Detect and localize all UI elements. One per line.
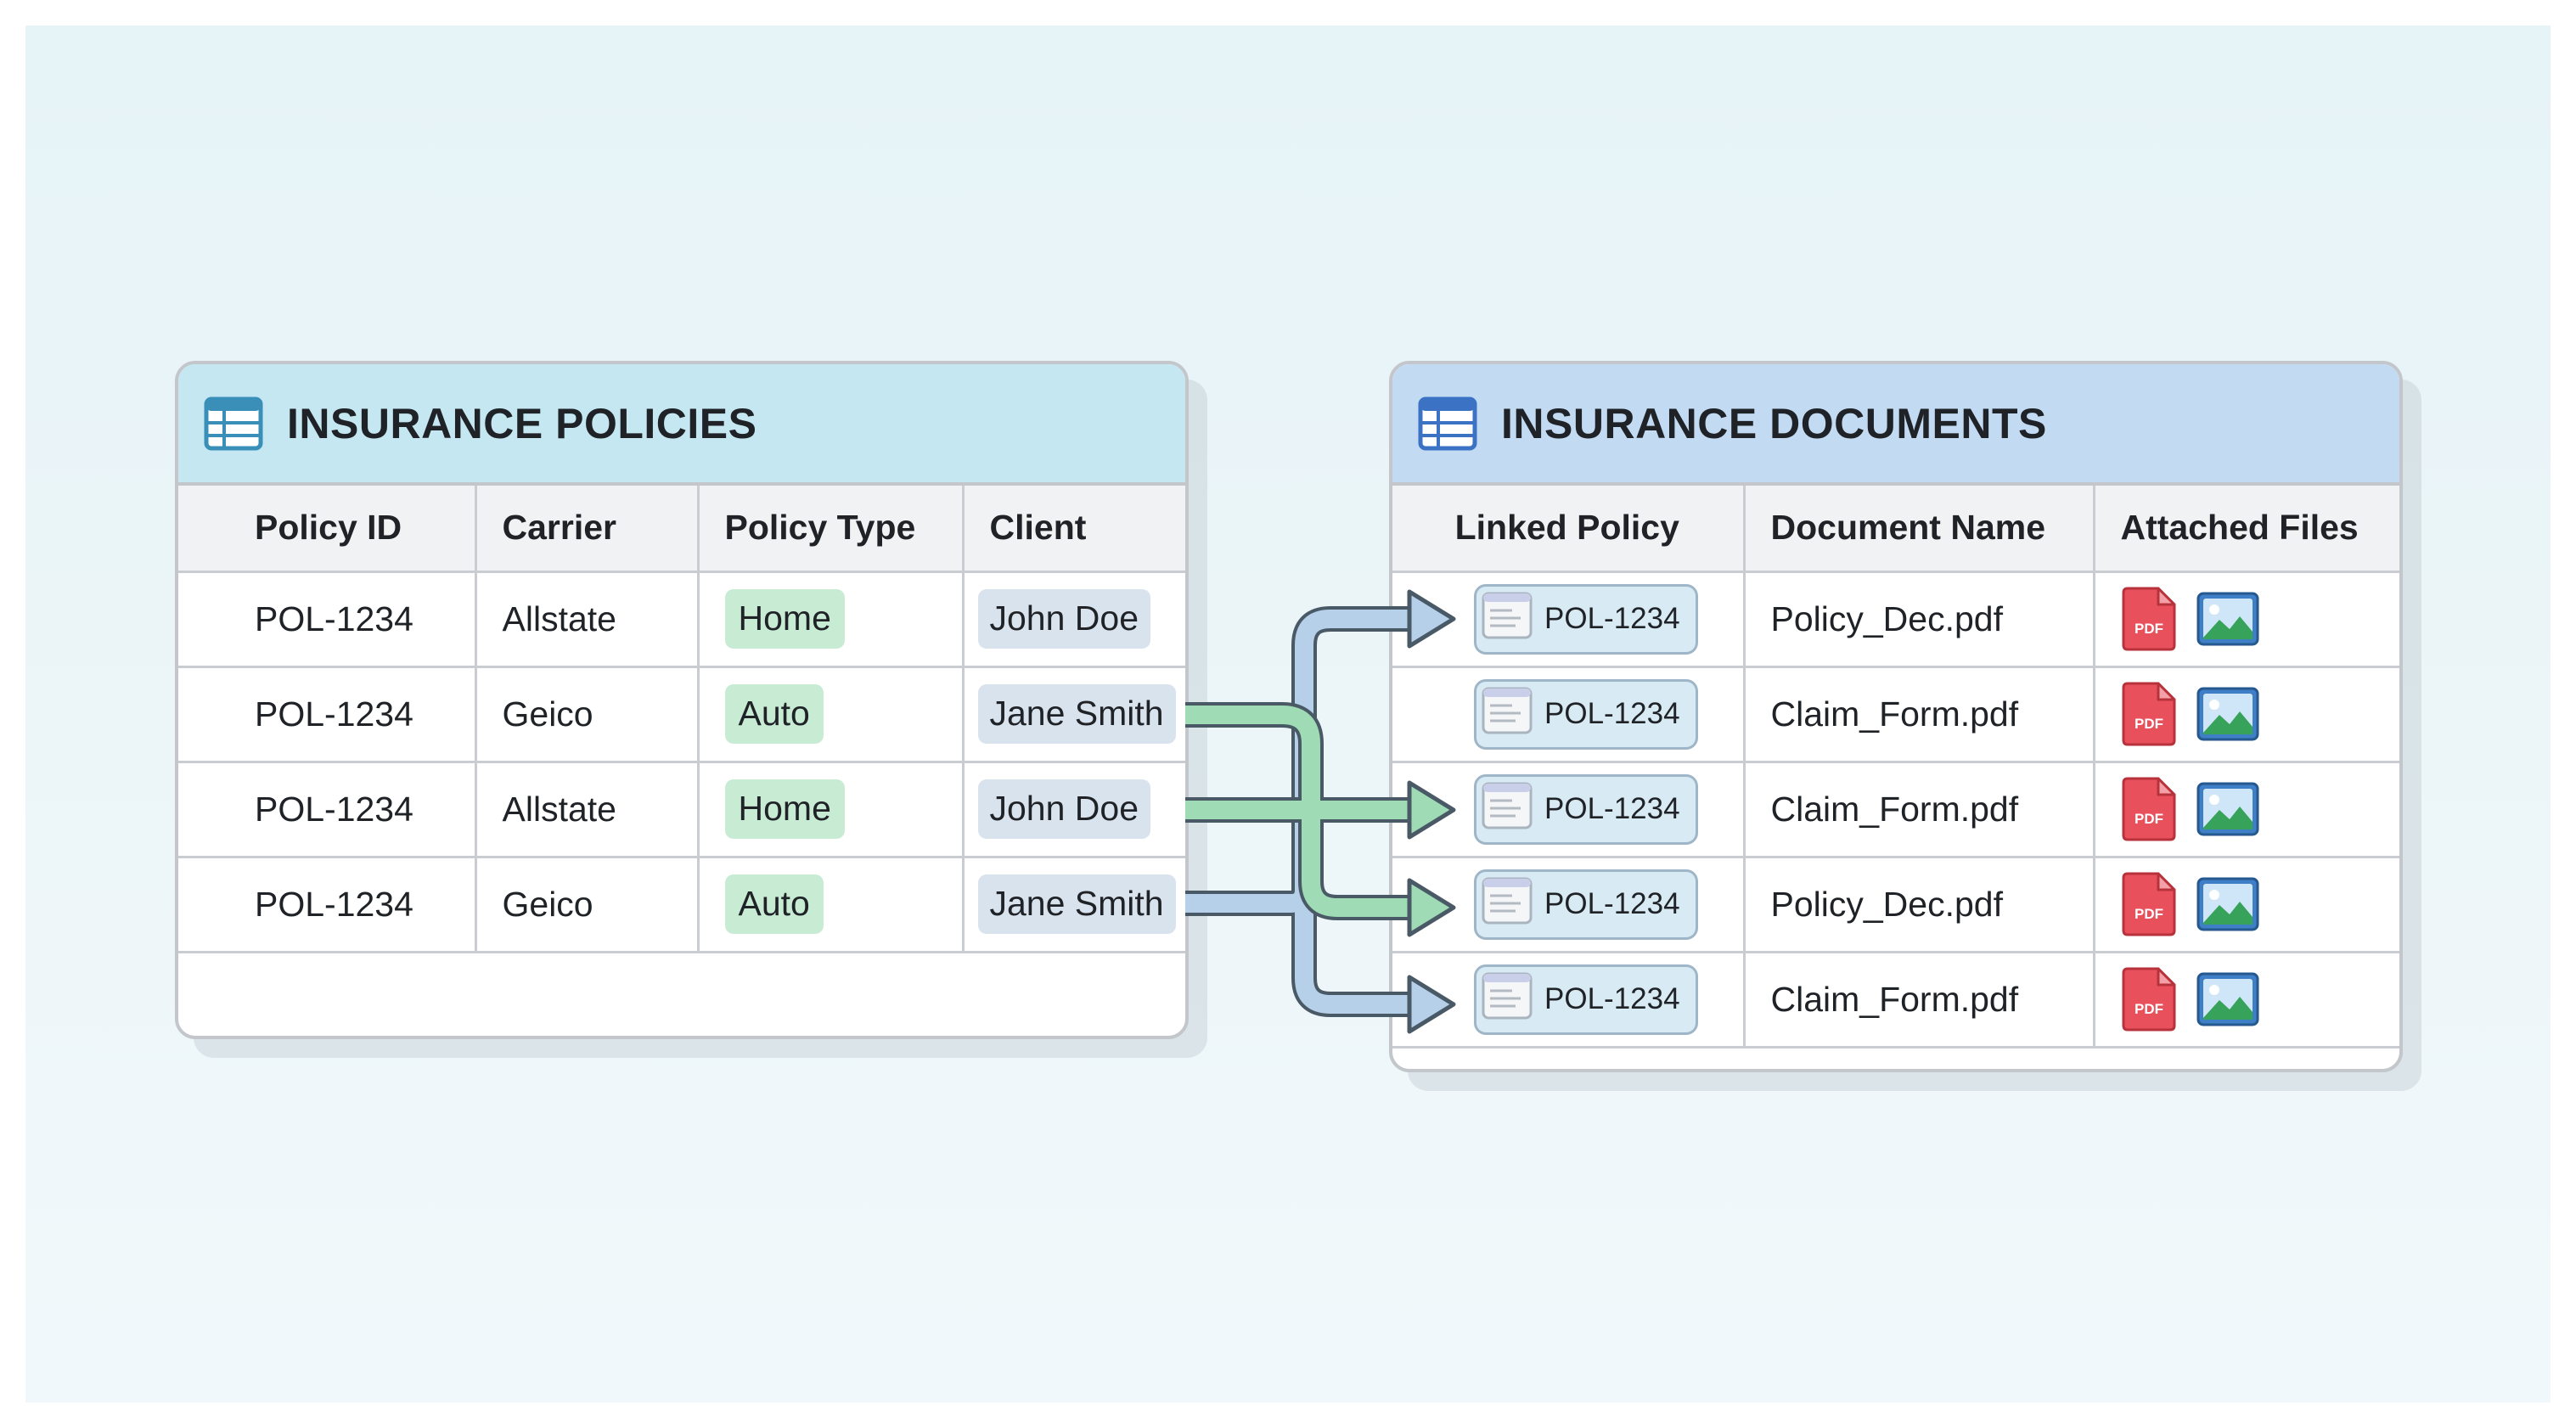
- client-cell: John Doe: [961, 570, 1185, 668]
- linked-policy-chip[interactable]: POL-1234: [1474, 869, 1698, 940]
- pdf-label: PDF: [2134, 811, 2163, 827]
- document-thumbnail-icon: [1482, 972, 1533, 1027]
- policy-id-cell: POL-1234: [178, 760, 477, 858]
- col-header-linked-policy[interactable]: Linked Policy: [1392, 486, 1746, 573]
- col-header-attached-files[interactable]: Attached Files: [2092, 486, 2399, 573]
- attached-files-cell: PDF: [2092, 855, 2399, 953]
- attached-files-cell: PDF: [2092, 570, 2399, 668]
- client-tag: John Doe: [977, 589, 1151, 649]
- pdf-icon[interactable]: PDF: [2121, 586, 2177, 652]
- client-cell: John Doe: [961, 760, 1185, 858]
- document-thumbnail-icon: [1482, 592, 1533, 647]
- table-row[interactable]: POL-1234 Geico Auto Jane Smith: [178, 855, 1185, 953]
- table-row[interactable]: POL-1234 Allstate Home John Doe: [178, 570, 1185, 668]
- linked-policy-cell: POL-1234: [1392, 950, 1746, 1049]
- linked-policy-cell: POL-1234: [1392, 665, 1746, 763]
- policy-type-tag: Home: [724, 589, 845, 649]
- document-name-cell: Claim_Form.pdf: [1742, 950, 2095, 1049]
- policy-type-cell: Home: [696, 760, 965, 858]
- policy-type-tag: Auto: [724, 874, 824, 934]
- attached-files-cell: PDF: [2092, 665, 2399, 763]
- insurance-documents-panel: INSURANCE DOCUMENTS Linked Policy Docume…: [1389, 361, 2403, 1072]
- document-thumbnail-icon: [1482, 782, 1533, 837]
- col-header-policy-id[interactable]: Policy ID: [178, 486, 477, 573]
- insurance-policies-panel: INSURANCE POLICIES Policy ID Carrier Pol…: [175, 361, 1189, 1039]
- policy-type-tag: Auto: [724, 684, 824, 744]
- document-thumbnail-icon: [1482, 877, 1533, 932]
- linked-policy-id: POL-1234: [1544, 697, 1680, 730]
- table-icon: [204, 396, 263, 451]
- policy-type-cell: Auto: [696, 665, 965, 763]
- image-icon[interactable]: [2196, 591, 2260, 647]
- policies-title-bar: INSURANCE POLICIES: [178, 364, 1185, 486]
- linked-policy-chip[interactable]: POL-1234: [1474, 678, 1698, 750]
- document-name-cell: Claim_Form.pdf: [1742, 665, 2095, 763]
- linked-policy-chip[interactable]: POL-1234: [1474, 964, 1698, 1035]
- carrier-cell: Allstate: [474, 570, 700, 668]
- policy-type-cell: Auto: [696, 855, 965, 953]
- linked-policy-cell: POL-1234: [1392, 760, 1746, 858]
- pdf-icon[interactable]: PDF: [2121, 871, 2177, 937]
- documents-title: INSURANCE DOCUMENTS: [1501, 399, 2047, 447]
- client-cell: Jane Smith: [961, 855, 1185, 953]
- col-header-client[interactable]: Client: [961, 486, 1185, 573]
- linked-policy-chip[interactable]: POL-1234: [1474, 583, 1698, 655]
- policy-type-tag: Home: [724, 779, 845, 839]
- pdf-label: PDF: [2134, 906, 2163, 922]
- col-header-policy-type[interactable]: Policy Type: [696, 486, 965, 573]
- carrier-cell: Allstate: [474, 760, 700, 858]
- document-name-cell: Policy_Dec.pdf: [1742, 855, 2095, 953]
- linked-policy-id: POL-1234: [1544, 792, 1680, 825]
- attached-files-cell: PDF: [2092, 760, 2399, 858]
- image-icon[interactable]: [2196, 971, 2260, 1027]
- policy-id-cell: POL-1234: [178, 665, 477, 763]
- linked-policy-id: POL-1234: [1544, 602, 1680, 635]
- policy-id-cell: POL-1234: [178, 855, 477, 953]
- policies-header-row: Policy ID Carrier Policy Type Client: [178, 486, 1185, 573]
- policies-title: INSURANCE POLICIES: [287, 399, 757, 447]
- image-icon[interactable]: [2196, 686, 2260, 742]
- linked-policy-cell: POL-1234: [1392, 855, 1746, 953]
- client-tag: Jane Smith: [977, 874, 1176, 934]
- policy-id-cell: POL-1234: [178, 570, 477, 668]
- policies-table: Policy ID Carrier Policy Type Client POL…: [178, 486, 1185, 953]
- col-header-document-name[interactable]: Document Name: [1742, 486, 2095, 573]
- document-thumbnail-icon: [1482, 687, 1533, 742]
- linked-policy-id: POL-1234: [1544, 982, 1680, 1015]
- table-row[interactable]: POL-1234 Geico Auto Jane Smith: [178, 665, 1185, 763]
- linked-policy-chip[interactable]: POL-1234: [1474, 773, 1698, 845]
- policy-type-cell: Home: [696, 570, 965, 668]
- table-icon: [1418, 396, 1477, 451]
- pdf-icon[interactable]: PDF: [2121, 681, 2177, 747]
- carrier-cell: Geico: [474, 665, 700, 763]
- document-name-cell: Policy_Dec.pdf: [1742, 570, 2095, 668]
- client-cell: Jane Smith: [961, 665, 1185, 763]
- attached-files-cell: PDF: [2092, 950, 2399, 1049]
- pdf-label: PDF: [2134, 621, 2163, 637]
- client-tag: John Doe: [977, 779, 1151, 839]
- pdf-icon[interactable]: PDF: [2121, 776, 2177, 842]
- col-header-carrier[interactable]: Carrier: [474, 486, 700, 573]
- documents-header-row: Linked Policy Document Name Attached Fil…: [1392, 486, 2399, 573]
- pdf-icon[interactable]: PDF: [2121, 966, 2177, 1032]
- documents-title-bar: INSURANCE DOCUMENTS: [1392, 364, 2399, 486]
- linked-policy-cell: POL-1234: [1392, 570, 1746, 668]
- image-icon[interactable]: [2196, 876, 2260, 932]
- table-row[interactable]: POL-1234 Allstate Home John Doe: [178, 760, 1185, 858]
- client-tag: Jane Smith: [977, 684, 1176, 744]
- image-icon[interactable]: [2196, 781, 2260, 837]
- carrier-cell: Geico: [474, 855, 700, 953]
- linked-policy-id: POL-1234: [1544, 887, 1680, 920]
- document-name-cell: Claim_Form.pdf: [1742, 760, 2095, 858]
- documents-table: Linked Policy Document Name Attached Fil…: [1392, 486, 2399, 1049]
- pdf-label: PDF: [2134, 716, 2163, 732]
- pdf-label: PDF: [2134, 1001, 2163, 1017]
